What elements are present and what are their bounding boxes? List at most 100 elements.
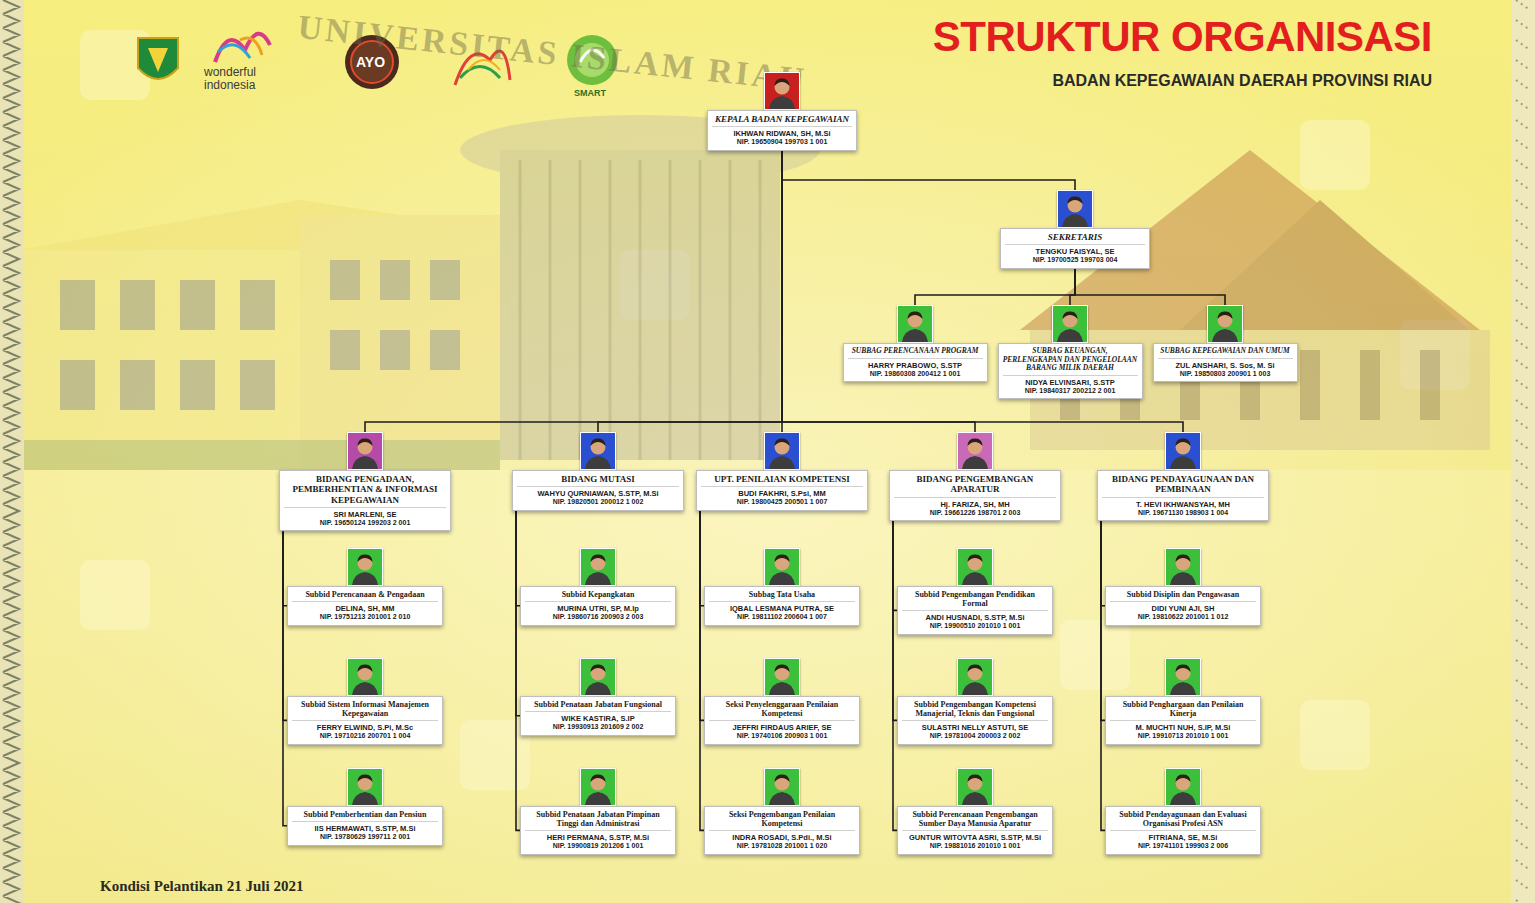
- employee-id: NIP. 19850803 200901 1 003: [1158, 370, 1293, 378]
- name-plate: Subbid Penataan Jabatan Pimpinan Tinggi …: [520, 806, 676, 855]
- background-art: [1300, 120, 1370, 190]
- portrait-photo: [347, 548, 383, 586]
- background-art: [20, 200, 500, 470]
- employee-id: NIP. 19741101 199903 2 006: [1110, 842, 1256, 850]
- position-title: Subbid Kepangkatan: [525, 590, 671, 601]
- unit-box: SUBBAG KEPEGAWAIAN DAN UMUMZUL ANSHARI, …: [1153, 305, 1298, 382]
- portrait-body: [1057, 329, 1083, 342]
- position-title: Subbid Pemberhentian dan Pensiun: [292, 810, 438, 821]
- name-plate: SUBBAG KEUANGAN, PERLENGKAPAN DAN PENGEL…: [998, 343, 1143, 399]
- position-title: BIDANG PENGADAAN, PEMBERHENTIAN & INFORM…: [284, 474, 446, 507]
- unit-box: BIDANG PENGEMBANGAN APARATURHj. FARIZA, …: [889, 432, 1061, 521]
- position-title: BIDANG PENGEMBANGAN APARATUR: [894, 474, 1056, 497]
- employee-id: NIP. 19800425 200501 1 007: [701, 498, 863, 506]
- background-art: [1511, 0, 1535, 903]
- background-art: [215, 34, 270, 62]
- background-art: [669, 160, 672, 460]
- background-art: [380, 260, 410, 300]
- portrait-figure: [1166, 433, 1200, 469]
- background-art: [460, 115, 820, 460]
- name-plate: BIDANG PENDAYAGUNAAN DAN PEMBINAANT. HEV…: [1097, 470, 1269, 521]
- portrait-hair: [591, 664, 606, 672]
- background-art: [300, 215, 500, 470]
- background-art: [120, 280, 155, 330]
- person-name: DELINA, SH, MM: [292, 601, 438, 613]
- background-art: [500, 150, 780, 460]
- person-name: FERRY ELWIND, S.Pi, M.Sc: [292, 720, 438, 732]
- unit-box: BIDANG PENGADAAN, PEMBERHENTIAN & INFORM…: [279, 432, 451, 531]
- portrait-photo: [580, 768, 616, 806]
- portrait-hair: [1176, 438, 1191, 446]
- subunit-box: Subbid Pengembangan Kompetensi Manajeria…: [897, 658, 1053, 745]
- portrait-hair: [591, 554, 606, 562]
- person-name: GUNTUR WITOVTA ASRI, S.STP, M.Si: [902, 830, 1048, 842]
- org-connector: [1075, 269, 1225, 305]
- background-art: [180, 360, 215, 410]
- org-connector: [782, 151, 1075, 190]
- portrait-hair: [591, 438, 606, 446]
- portrait-body: [1170, 682, 1196, 695]
- portrait-body: [352, 456, 378, 469]
- position-title: SEKRETARIS: [1005, 232, 1145, 244]
- employee-id: NIP. 19810622 201001 1 012: [1110, 613, 1256, 621]
- name-plate: Seksi Penyelenggaraan Penilaian Kompeten…: [704, 696, 860, 745]
- portrait-body: [769, 682, 795, 695]
- portrait-photo: [764, 548, 800, 586]
- portrait-body: [1062, 214, 1088, 227]
- person-name: WAHYU QURNIAWAN, S.STP, M.Si: [517, 486, 679, 498]
- portrait-photo: [1165, 548, 1201, 586]
- employee-id: NIP. 19780629 199711 2 001: [292, 833, 438, 841]
- name-plate: Subbid Pengembangan Pendidikan FormalAND…: [897, 586, 1053, 635]
- employee-id: NIP. 19900819 201206 1 001: [525, 842, 671, 850]
- employee-id: NIP. 19860716 200903 2 003: [525, 613, 671, 621]
- portrait-body: [1170, 456, 1196, 469]
- position-title: Subbid Perencanaan & Pengadaan: [292, 590, 438, 601]
- portrait-photo: [347, 768, 383, 806]
- portrait-photo: [957, 432, 993, 470]
- subunit-box: Subbid Sistem Informasi Manajemen Kepega…: [287, 658, 443, 745]
- position-title: BIDANG MUTASI: [517, 474, 679, 486]
- name-plate: BIDANG PENGEMBANGAN APARATURHj. FARIZA, …: [889, 470, 1061, 521]
- position-title: BIDANG PENDAYAGUNAAN DAN PEMBINAAN: [1102, 474, 1264, 497]
- portrait-photo: [764, 432, 800, 470]
- position-title: SUBBAG KEPEGAWAIAN DAN UMUM: [1158, 347, 1293, 358]
- background-art: [0, 470, 1535, 903]
- person-name: NIDYA ELVINSARI, S.STP: [1003, 375, 1138, 387]
- name-plate: SUBBAG PERENCANAAN PROGRAMHARRY PRABOWO,…: [843, 343, 988, 382]
- subunit-box: Subbid Pendayagunaan dan Evaluasi Organi…: [1105, 768, 1261, 855]
- employee-id: NIP. 19751213 201001 2 010: [292, 613, 438, 621]
- portrait-body: [1170, 792, 1196, 805]
- position-title: Subbid Penataan Jabatan Pimpinan Tinggi …: [525, 810, 671, 830]
- person-name: TENGKU FAISYAL, SE: [1005, 244, 1145, 256]
- person-name: FITRIANA, SE, M.Si: [1110, 830, 1256, 842]
- caption: Kondisi Pelantikan 21 Juli 2021: [100, 878, 303, 895]
- unit-box: SEKRETARISTENGKU FAISYAL, SENIP. 1970052…: [1000, 190, 1150, 269]
- person-name: SULASTRI NELLY ASTUTI, SE: [902, 720, 1048, 732]
- portrait-body: [962, 572, 988, 585]
- watermark: UNIVERSITAS ISLAM RIAU: [296, 8, 808, 99]
- portrait-hair: [1063, 311, 1078, 319]
- name-plate: SUBBAG KEPEGAWAIAN DAN UMUMZUL ANSHARI, …: [1153, 343, 1298, 382]
- subunit-box: Subbid Penataan Jabatan FungsionalWIKE K…: [520, 658, 676, 736]
- background-art: [60, 260, 460, 410]
- portrait-figure: [765, 73, 799, 109]
- portrait-body: [352, 572, 378, 585]
- portrait-figure: [348, 659, 382, 695]
- background-art: [120, 360, 155, 410]
- portrait-figure: [1166, 549, 1200, 585]
- portrait-figure: [581, 549, 615, 585]
- unit-box: KEPALA BADAN KEPEGAWAIANIKHWAN RIDWAN, S…: [707, 72, 857, 151]
- name-plate: Subbid Disiplin dan PengawasanDIDI YUNI …: [1105, 586, 1261, 626]
- position-title: SUBBAG KEUANGAN, PERLENGKAPAN DAN PENGEL…: [1003, 347, 1138, 375]
- portrait-figure: [348, 549, 382, 585]
- portrait-body: [962, 682, 988, 695]
- portrait-photo: [1052, 305, 1088, 343]
- position-title: Subbid Pengembangan Kompetensi Manajeria…: [902, 700, 1048, 720]
- name-plate: Subbid Pengembangan Kompetensi Manajeria…: [897, 696, 1053, 745]
- org-connector: [915, 269, 1075, 305]
- employee-id: NIP. 19740106 200903 1 001: [709, 732, 855, 740]
- border-ornament: [1516, 0, 1530, 903]
- person-name: IQBAL LESMANA PUTRA, SE: [709, 601, 855, 613]
- position-title: KEPALA BADAN KEPEGAWAIAN: [712, 114, 852, 126]
